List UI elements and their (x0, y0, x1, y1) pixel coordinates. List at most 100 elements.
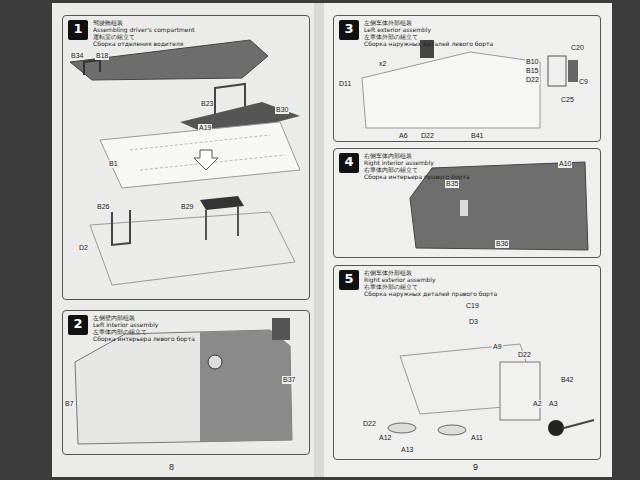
part-callout: B36 (495, 240, 509, 248)
heading-line: 右車体内部の組立て (364, 166, 470, 173)
part-callout: C20 (570, 44, 585, 52)
part-callout: A2 (532, 400, 543, 408)
rod-part (564, 420, 594, 428)
heading-line: 右侧车体内部组装 (364, 152, 470, 159)
part-callout: B30 (275, 106, 289, 114)
small-part (460, 200, 468, 216)
lever-part (84, 60, 100, 75)
panel-section (200, 330, 292, 442)
part-callout: B7 (64, 400, 75, 408)
heading-line: Сборка наружных деталей левого борта (364, 40, 493, 47)
part-callout: B1 (108, 160, 119, 168)
heading-line: 左車体外部の組立て (364, 33, 493, 40)
right-page (320, 3, 612, 477)
part-callout: A11 (470, 434, 484, 442)
cylinder-part (388, 423, 416, 433)
part-callout: x2 (378, 60, 387, 68)
step-number: 2 (68, 315, 88, 335)
chassis-outline (90, 212, 295, 285)
heading-line: 左侧壁内部组装 (93, 314, 195, 321)
part-callout: B10 (525, 58, 539, 66)
hull-floor (70, 40, 268, 80)
heading-line: Сборка отделения водителя (93, 40, 195, 47)
part-thumbnail (272, 318, 290, 340)
part-callout: B18 (95, 52, 109, 60)
part-callout: B15 (525, 67, 539, 75)
heading-line: 驾驶舱组装 (93, 19, 195, 26)
heading-line: Right exterior assembly (364, 276, 497, 283)
part-callout: B35 (445, 180, 459, 188)
heading-line: Сборка интерьера левого борта (93, 335, 195, 342)
step-heading: 左侧壁内部组装Left interior assembly左車体内部の組立てСб… (93, 314, 195, 342)
part-callout: D22 (517, 351, 532, 359)
heading-line: Right interior assembly (364, 159, 470, 166)
part-callout: C25 (560, 96, 575, 104)
heading-line: 右車体外部の組立て (364, 283, 497, 290)
left-page (52, 3, 320, 477)
part-callout: B23 (200, 100, 214, 108)
part-callout: B41 (470, 132, 484, 140)
heading-line: 運転室の組立て (93, 33, 195, 40)
part-callout: B42 (560, 376, 574, 384)
part-callout: D2 (78, 244, 89, 252)
heading-line: 左車体内部の組立て (93, 328, 195, 335)
rack-part (112, 210, 130, 245)
bracket-part (548, 56, 566, 86)
bracket-part (568, 60, 578, 82)
chassis-outline (100, 122, 300, 188)
heading-line: Assembling driver's compartment (93, 26, 195, 33)
step-heading: 左侧车体外部组装Left exterior assembly左車体外部の組立てС… (364, 19, 493, 47)
side-plate (500, 362, 540, 420)
part-callout: A9 (492, 343, 503, 351)
part-callout: A3 (548, 400, 559, 408)
step-number: 3 (339, 20, 359, 40)
step-box: 左侧壁内部组装Left interior assembly左車体内部の組立てСб… (62, 310, 310, 455)
heading-line: 左侧车体外部组装 (364, 19, 493, 26)
page-number: 8 (168, 462, 175, 472)
heading-line: 右侧车体外部组装 (364, 269, 497, 276)
guide-line (130, 135, 270, 150)
part-callout: B29 (180, 203, 194, 211)
step-heading: 驾驶舱组装Assembling driver's compartment運転室の… (93, 19, 195, 47)
step-number-text: 4 (344, 154, 353, 169)
step-number-text: 2 (73, 316, 82, 331)
part-callout: A6 (398, 132, 409, 140)
emblem (208, 355, 222, 369)
heading-line: Сборка наружных деталей правого борта (364, 290, 497, 297)
seat-leg (237, 206, 239, 236)
left-side-panel (75, 330, 292, 444)
direction-arrow (194, 150, 218, 170)
part-callout: A19 (198, 124, 212, 132)
part-callout: D22 (362, 420, 377, 428)
step-number-text: 1 (73, 21, 82, 36)
step-heading: 右侧车体外部组装Right exterior assembly右車体外部の組立て… (364, 269, 497, 297)
part-callout: D3 (468, 318, 479, 326)
step-heading: 右侧车体内部组装Right interior assembly右車体内部の組立て… (364, 152, 470, 180)
heading-line: Сборка интерьера правого борта (364, 173, 470, 180)
part-callout: D22 (525, 76, 540, 84)
part-callout: D11 (338, 80, 352, 88)
part-callout: C19 (465, 302, 480, 310)
seat-leg (205, 210, 207, 240)
part-callout: A12 (378, 434, 392, 442)
part-callout: D22 (420, 132, 435, 140)
part-callout: B37 (282, 376, 296, 384)
step-box: 左侧车体外部组装Left exterior assembly左車体外部の組立てС… (333, 15, 601, 142)
part-callout: A13 (400, 446, 414, 454)
part-callout: B26 (96, 203, 110, 211)
page-number: 9 (472, 462, 479, 472)
heading-line: Left exterior assembly (364, 26, 493, 33)
heading-line: Left interior assembly (93, 321, 195, 328)
part-callout: B34 (70, 52, 84, 60)
step-number-text: 3 (344, 21, 353, 36)
step-number: 5 (339, 270, 359, 290)
round-part (548, 420, 564, 436)
part-callout: A10 (558, 160, 572, 168)
step-number: 4 (339, 153, 359, 173)
part-callout: C9 (578, 78, 589, 86)
cylinder-part (438, 425, 466, 435)
step-box: 右侧车体外部组装Right exterior assembly右車体外部の組立て… (333, 265, 601, 460)
step-number: 1 (68, 20, 88, 40)
